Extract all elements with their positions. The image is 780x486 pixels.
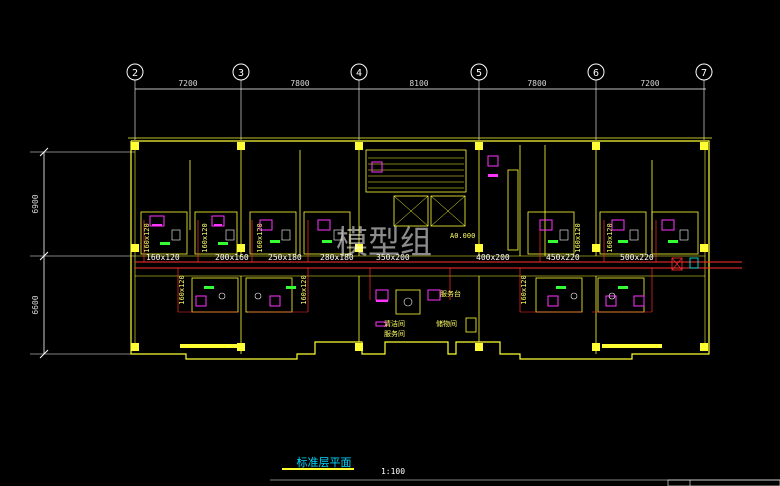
storage-room-label: 储物间 bbox=[436, 319, 457, 328]
duct-size-label: 250x180 bbox=[268, 253, 302, 262]
service-room-label: 服务间 bbox=[384, 329, 405, 338]
equipment bbox=[160, 240, 678, 289]
axis-label: 2 bbox=[132, 68, 138, 79]
axis-bubble: 2 bbox=[126, 63, 144, 81]
duct-labels: 160x120 200x160 250x180 280x180 350x200 … bbox=[146, 253, 654, 262]
riser-labels: 160x120 160x120 160x120 160x120 160x120 … bbox=[143, 223, 614, 305]
building-walls bbox=[128, 137, 712, 360]
sanitary-fixtures bbox=[171, 229, 689, 307]
stair-treads bbox=[368, 157, 466, 227]
drawing-title: 标准层平面 bbox=[297, 455, 352, 469]
stair-elevation-label: A0.000 bbox=[450, 232, 475, 240]
watermark: 模型组 bbox=[336, 223, 432, 261]
riser-size-label: 160x120 bbox=[574, 223, 582, 253]
drawing-scale: 1:100 bbox=[381, 467, 405, 476]
service-desk-label: 服务台 bbox=[440, 289, 461, 298]
room-labels: A0.000 服务台 清洁间 服务间 储物间 bbox=[384, 232, 475, 338]
axis-grid: 2 3 4 5 6 7 7200 7800 8100 7800 7200 bbox=[126, 63, 713, 140]
axis-label: 7 bbox=[701, 68, 707, 79]
riser-size-label: 160x120 bbox=[300, 275, 308, 305]
riser-size-label: 160x120 bbox=[606, 223, 614, 253]
duct-size-label: 400x200 bbox=[476, 253, 510, 262]
vertical-dimensions: 6900 6600 bbox=[30, 147, 135, 359]
vertical-dimension: 6600 bbox=[31, 295, 40, 314]
main-duct bbox=[135, 220, 742, 313]
fixtures bbox=[149, 155, 675, 327]
riser-size-label: 160x120 bbox=[201, 223, 209, 253]
riser-size-label: 160x120 bbox=[178, 275, 186, 305]
span-dimension: 7200 bbox=[178, 79, 197, 88]
span-dimension: 8100 bbox=[409, 79, 428, 88]
axis-label: 4 bbox=[356, 68, 362, 79]
axis-label: 6 bbox=[593, 68, 599, 79]
riser-size-label: 160x120 bbox=[143, 223, 151, 253]
duct-size-label: 200x160 bbox=[215, 253, 249, 262]
axis-label: 5 bbox=[476, 68, 482, 79]
span-dimension: 7800 bbox=[527, 79, 546, 88]
duct-size-label: 280x180 bbox=[320, 253, 354, 262]
thick-wall-segments bbox=[180, 344, 662, 470]
riser-size-label: 160x120 bbox=[256, 223, 264, 253]
axis-bubble: 4 bbox=[350, 63, 368, 81]
duct-outlet bbox=[689, 257, 699, 269]
vertical-dimension: 6900 bbox=[31, 194, 40, 213]
span-dimension: 7800 bbox=[290, 79, 309, 88]
duct-size-label: 450x220 bbox=[546, 253, 580, 262]
drawing-title-block: 标准层平面 1:100 bbox=[270, 455, 780, 486]
riser-size-label: 160x120 bbox=[520, 275, 528, 305]
axis-bubble: 7 bbox=[695, 63, 713, 81]
axis-bubble: 6 bbox=[587, 63, 605, 81]
duct-size-label: 350x200 bbox=[376, 253, 410, 262]
axis-bubble: 3 bbox=[232, 63, 250, 81]
span-dimension: 7200 bbox=[640, 79, 659, 88]
axis-bubble: 5 bbox=[470, 63, 488, 81]
duct-size-label: 160x120 bbox=[146, 253, 180, 262]
axis-label: 3 bbox=[238, 68, 244, 79]
fixture-fills bbox=[152, 174, 498, 302]
structural-columns bbox=[131, 142, 708, 351]
duct-size-label: 500x220 bbox=[620, 253, 654, 262]
cleaning-room-label: 清洁间 bbox=[384, 319, 405, 328]
